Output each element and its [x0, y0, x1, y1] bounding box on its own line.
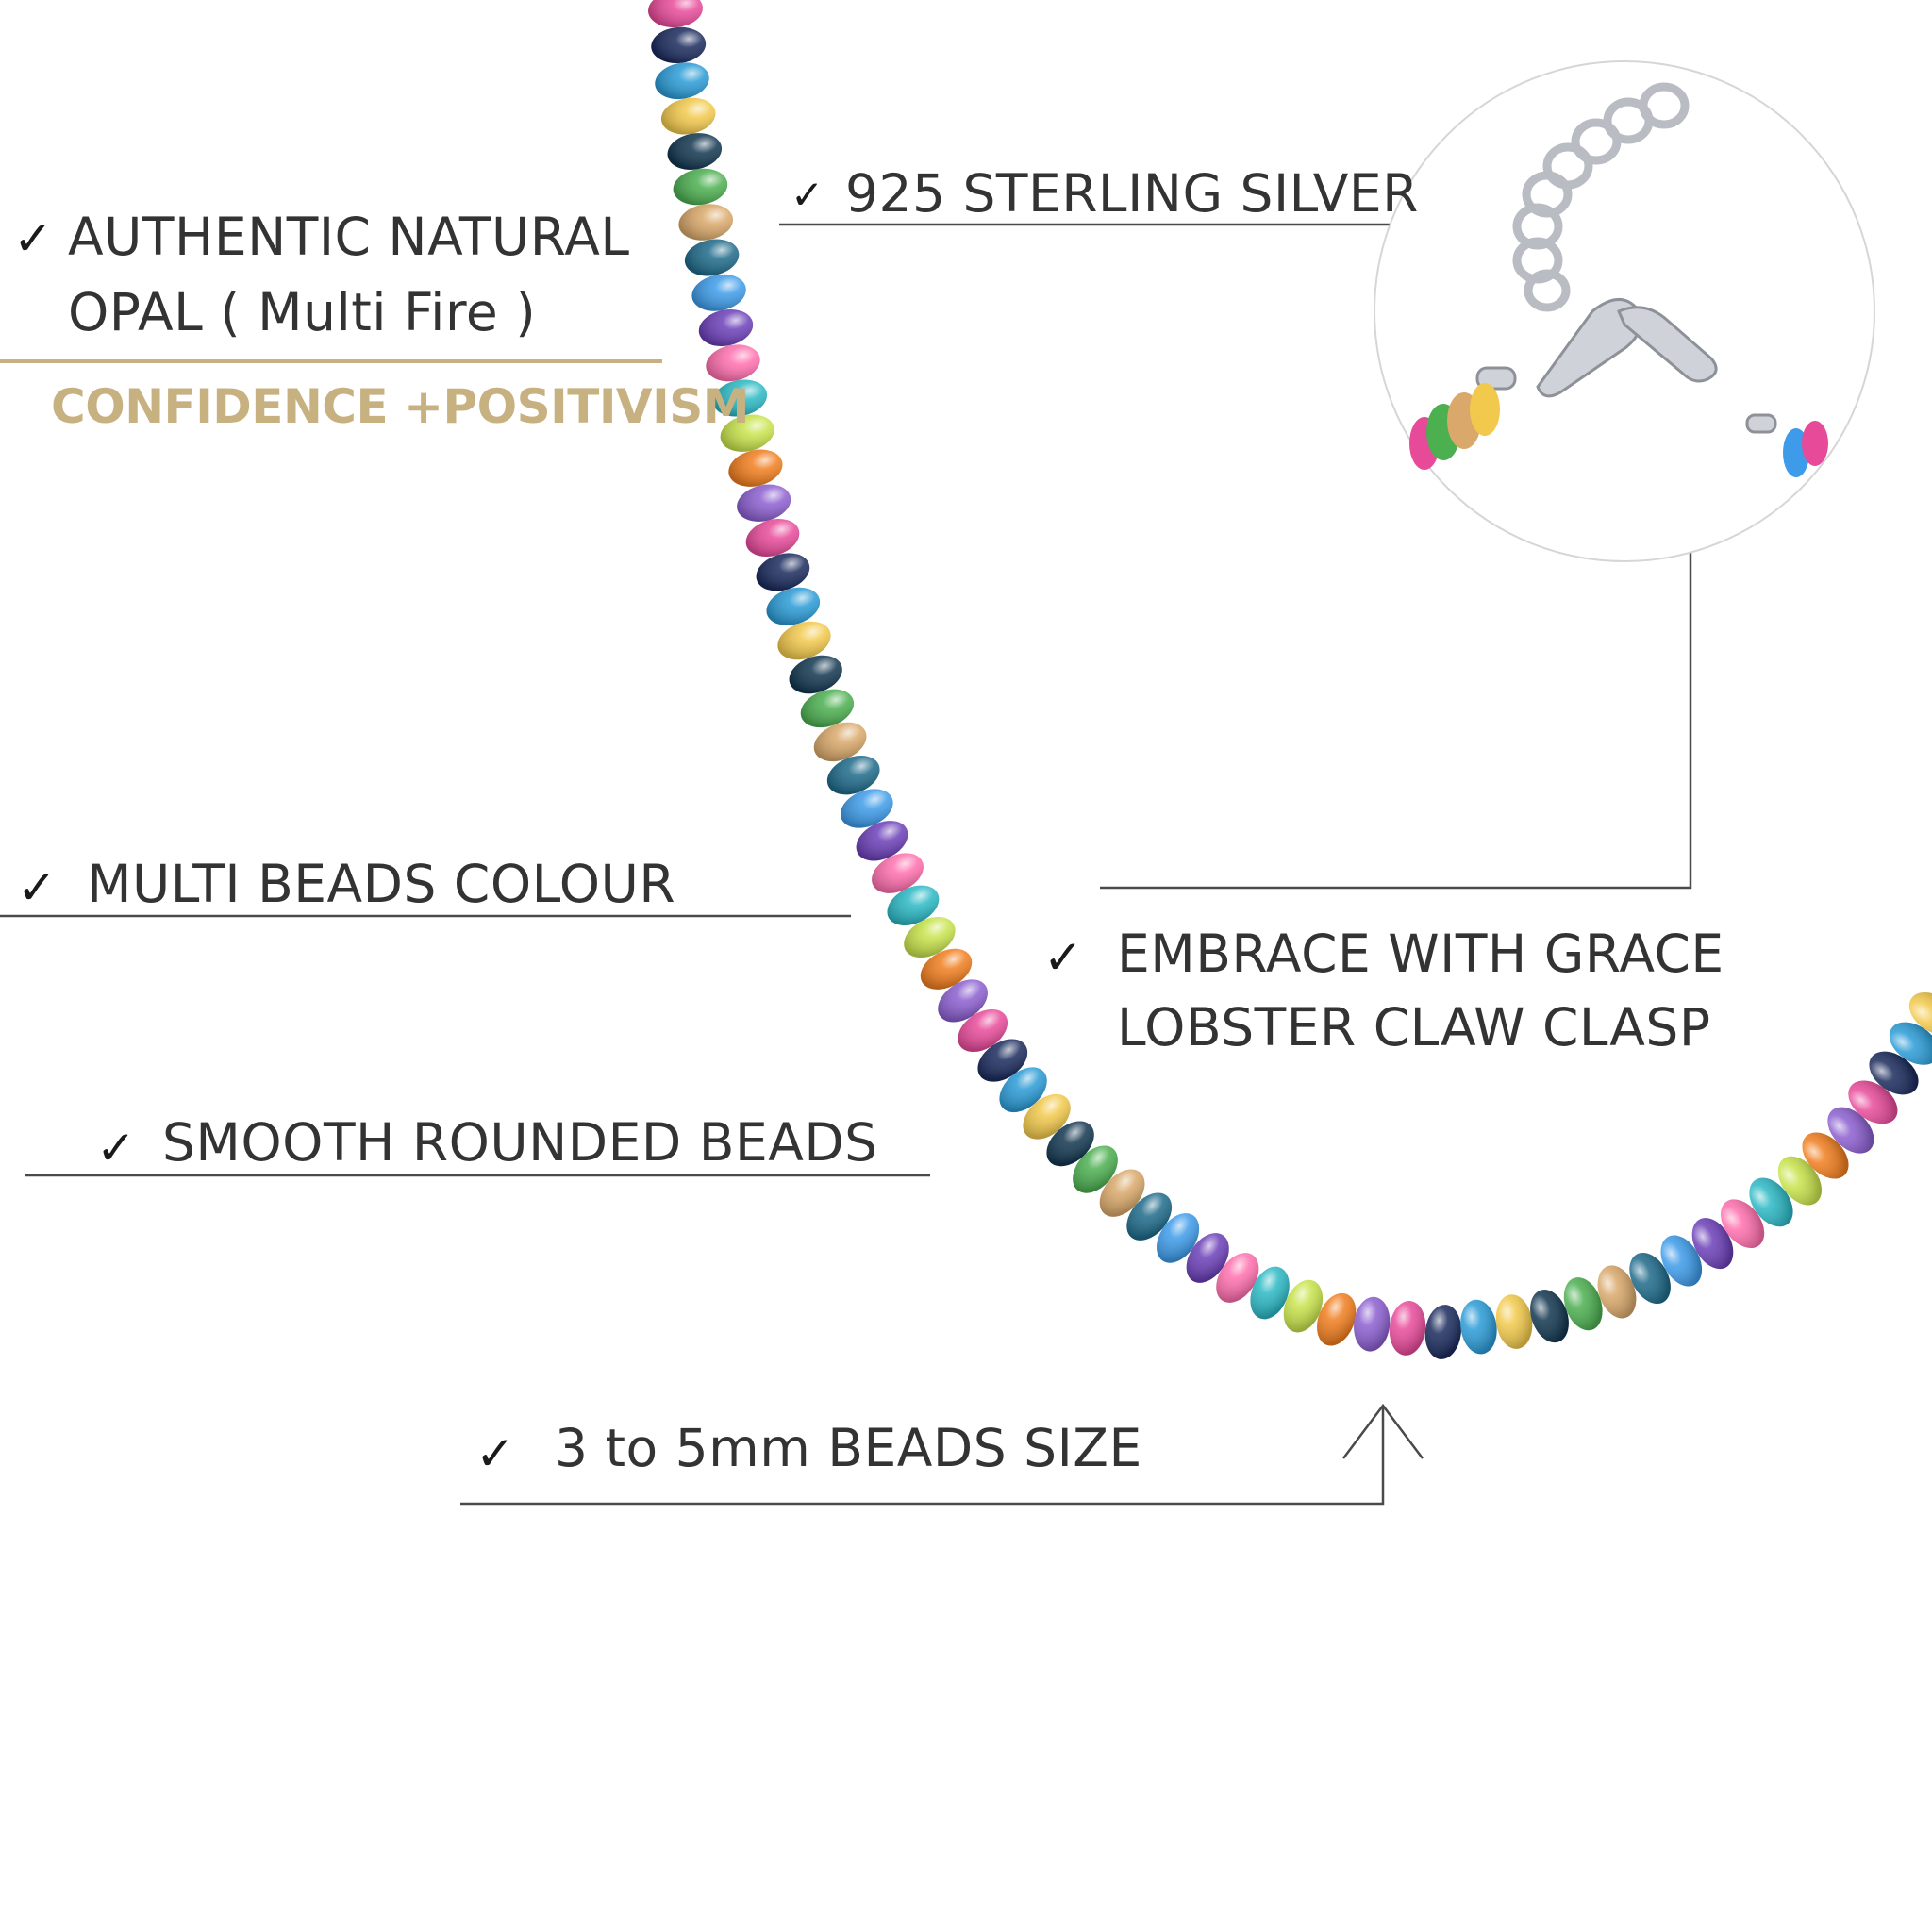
opal-bead [1186, 1233, 1229, 1283]
feature-silver: 925 STERLING SILVER [845, 163, 1419, 224]
opal-bead [1749, 1177, 1793, 1227]
opal-bead [766, 587, 821, 625]
check-icon: ✓ [96, 1121, 136, 1175]
opal-bead [1802, 1132, 1849, 1179]
feature-size: 3 to 5mm BEADS SIZE [555, 1418, 1142, 1478]
feature-smooth: SMOOTH ROUNDED BEADS [162, 1112, 878, 1173]
opal-bead [1216, 1253, 1259, 1303]
opal-bead [904, 916, 956, 958]
opal-bead [1629, 1253, 1671, 1304]
opal-bead [684, 239, 740, 276]
opal-bead [958, 1008, 1008, 1053]
opal-bead [1691, 1218, 1734, 1270]
opal-bead [1908, 992, 1932, 1036]
opal-bead [691, 274, 746, 311]
opal-bead [660, 97, 716, 135]
rule-size [460, 1406, 1385, 1506]
opal-bead [651, 26, 707, 63]
up-arrow-icon [1342, 1403, 1424, 1459]
rule-clasp [1100, 408, 1692, 890]
opal-bead [1424, 1305, 1461, 1359]
opal-bead [813, 722, 867, 762]
opal-bead [1720, 1199, 1765, 1249]
opal-bead [756, 553, 810, 591]
opal-bead [1889, 1022, 1932, 1065]
opal-bead [872, 853, 924, 893]
opal-bead [920, 948, 973, 990]
opal-bead [977, 1039, 1028, 1082]
opal-bead [1250, 1266, 1290, 1320]
opal-bead [1317, 1292, 1357, 1346]
feature-clasp-line1: EMBRACE WITH GRACE [1117, 924, 1724, 984]
opal-bead [1848, 1080, 1898, 1124]
opal-bead [745, 518, 800, 558]
opal-bead [1563, 1277, 1603, 1331]
opal-bead [667, 133, 723, 170]
opal-bead [856, 821, 908, 861]
opal-bead [1460, 1299, 1497, 1355]
feature-colour: MULTI BEADS COLOUR [87, 854, 676, 914]
check-icon: ✓ [17, 860, 57, 915]
opal-bead [712, 379, 768, 417]
lobster-clasp [1475, 298, 1777, 434]
opal-bead [1660, 1235, 1703, 1287]
opal-bead [706, 344, 760, 382]
opal-bead [1597, 1265, 1637, 1319]
feature-clasp-line2: LOBSTER CLAW CLASP [1117, 997, 1711, 1058]
opal-bead [737, 484, 791, 522]
opal-bead [777, 621, 831, 660]
check-icon: ✓ [13, 211, 53, 266]
opal-bead [938, 979, 988, 1023]
opal-beads [648, 0, 1932, 1359]
opal-bead [673, 168, 728, 206]
opal-bead [1777, 1156, 1823, 1206]
opal-bead [1283, 1279, 1324, 1333]
check-icon: ✓ [1043, 930, 1083, 985]
opal-bead [800, 689, 855, 728]
opal-bead [826, 756, 880, 795]
opal-bead [789, 655, 842, 694]
check-icon: ✓ [791, 172, 824, 218]
opal-bead [1023, 1093, 1071, 1140]
opal-bead [1157, 1213, 1200, 1263]
opal-bead [1530, 1290, 1569, 1343]
opal-bead [655, 62, 709, 100]
opal-bead [1126, 1192, 1173, 1241]
feature-opal-line2: OPAL ( Multi Fire ) [68, 282, 537, 342]
feature-opal-line1: AUTHENTIC NATURAL [68, 207, 630, 267]
opal-bead [648, 0, 703, 28]
leader-lines [0, 223, 1692, 1506]
opal-bead [1046, 1121, 1094, 1167]
opal-bead [999, 1067, 1047, 1113]
opal-bead [1827, 1107, 1874, 1154]
opal-bead [1389, 1300, 1426, 1356]
opal-bead [720, 414, 774, 452]
opal-bead [1073, 1145, 1118, 1193]
opal-bead [840, 789, 893, 828]
tagline-confidence: CONFIDENCE +POSITIVISM [51, 379, 750, 434]
opal-bead [1869, 1051, 1919, 1095]
clasp-detail-inset [1374, 60, 1875, 562]
opal-bead [1495, 1294, 1533, 1349]
opal-bead [728, 449, 783, 487]
opal-bead [698, 309, 754, 346]
opal-bead [1099, 1169, 1145, 1217]
check-icon: ✓ [475, 1426, 515, 1481]
opal-bead [887, 885, 940, 926]
chain-extender [1512, 82, 1690, 312]
opal-bead [678, 204, 734, 241]
clasp-beads [1409, 383, 1828, 477]
opal-bead [1354, 1296, 1391, 1352]
